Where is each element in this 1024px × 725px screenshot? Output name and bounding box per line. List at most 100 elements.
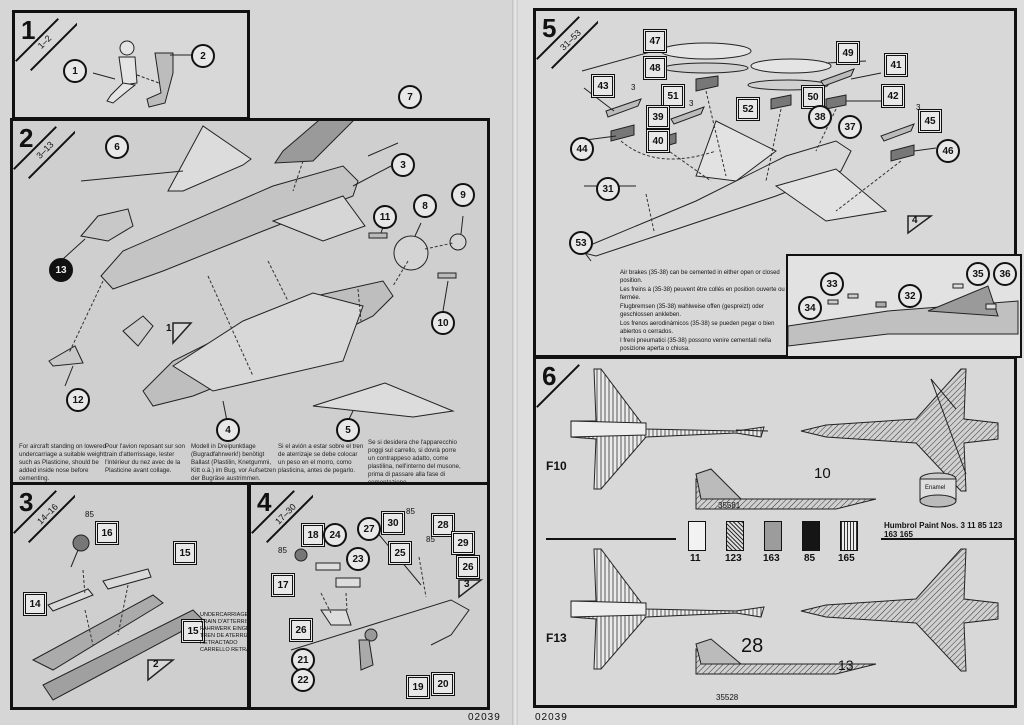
wing-stores-drawing xyxy=(574,42,937,262)
paint-ref-3: 3 xyxy=(916,103,921,112)
part-callout-31: 31 xyxy=(596,177,620,201)
part-callout-10: 10 xyxy=(431,311,455,335)
part-callout-43: 43 xyxy=(591,74,615,98)
ballast-note-de: Modell in Dreipunktlage (Bugradfahrwerk!… xyxy=(191,443,276,482)
part-callout-52: 52 xyxy=(736,97,760,121)
scheme-code-13: 13 xyxy=(838,657,854,673)
part-callout-34: 34 xyxy=(798,296,822,320)
part-callout-1: 1 xyxy=(63,59,87,83)
part-callout-4: 4 xyxy=(216,418,240,442)
part-callout-25: 25 xyxy=(388,541,412,565)
part-callout-22: 22 xyxy=(291,668,315,692)
part-callout-39: 39 xyxy=(646,105,670,129)
ballast-note-es: Si el avión a estar sobre el tren de ate… xyxy=(278,443,364,474)
ballast-note-it: Se si desidera che l'apparecchio poggi s… xyxy=(368,439,461,486)
sheet-code-right: 02039 xyxy=(535,712,568,723)
swatch-label-163: 163 xyxy=(763,553,780,564)
part-callout-15: 15 xyxy=(173,541,197,565)
ref-step-triangle xyxy=(458,579,484,599)
part-callout-5: 5 xyxy=(336,418,360,442)
scheme-unit-f10: F10 xyxy=(546,459,567,473)
scheme-unit-f13: F13 xyxy=(546,631,567,645)
note-line: TREN DE ATERRIZAJE RETRACTADO xyxy=(200,633,259,646)
scheme-code-28: 28 xyxy=(741,635,764,657)
step-number: 4 xyxy=(257,487,272,517)
step-4-panel: 4 17–30 3 85 85 85 18 24 27 30 28 29 23 … xyxy=(248,482,490,710)
ref-step-triangle xyxy=(907,215,934,235)
part-callout-49: 49 xyxy=(836,41,860,65)
step-number: 2 xyxy=(19,123,34,153)
part-callout-29: 29 xyxy=(451,531,475,555)
part-callout-26b: 26 xyxy=(289,618,313,642)
paint-ref-3: 3 xyxy=(631,83,636,92)
ballast-note-en: For aircraft standing on lowered underca… xyxy=(19,443,107,482)
part-callout-11: 11 xyxy=(373,205,397,229)
ref-step-triangle xyxy=(147,659,176,682)
part-callout-51: 51 xyxy=(661,84,685,108)
note-line: FAHRWERK EINGEZOGEN xyxy=(200,626,270,632)
page-fold xyxy=(512,0,518,725)
step-number: 1 xyxy=(21,15,36,45)
part-callout-23: 23 xyxy=(346,547,370,571)
part-callout-33: 33 xyxy=(820,272,844,296)
note-line: Flugbremsen (35-38) wahlweise offen (ges… xyxy=(620,304,764,318)
part-callout-38: 38 xyxy=(808,105,832,129)
part-callout-53: 53 xyxy=(569,231,593,255)
ref-step-triangle xyxy=(172,322,193,345)
part-callout-44: 44 xyxy=(570,137,594,161)
swatch-label-85: 85 xyxy=(804,553,816,564)
part-callout-46: 46 xyxy=(936,139,960,163)
note-line: Los frenos aerodinámicos (35-38) se pued… xyxy=(620,321,775,335)
part-callout-16: 16 xyxy=(95,521,119,545)
step-6-panel: 6 xyxy=(533,356,1017,708)
airbrake-inset: 33 32 35 36 34 xyxy=(786,254,1022,358)
scheme-serial-f10: 35581 xyxy=(718,501,741,510)
part-callout-40: 40 xyxy=(646,129,670,153)
ref-step-label: 4 xyxy=(912,215,918,226)
paint-ref-85: 85 xyxy=(406,507,415,516)
part-callout-19: 19 xyxy=(406,675,430,699)
swatch-11 xyxy=(688,521,706,551)
f10-side xyxy=(695,468,877,510)
main-gear-drawing xyxy=(31,534,204,701)
part-callout-6: 6 xyxy=(105,135,129,159)
part-callout-12: 12 xyxy=(66,388,90,412)
part-callout-42: 42 xyxy=(881,84,905,108)
paint-ref-85: 85 xyxy=(426,535,435,544)
paint-ref-85: 85 xyxy=(85,510,94,519)
part-callout-27: 27 xyxy=(357,517,381,541)
ref-step-label: 3 xyxy=(464,579,470,590)
note-line: Air brakes (35-38) can be cemented in ei… xyxy=(620,270,780,284)
step-2-panel: 2 3–13 xyxy=(10,85,490,486)
part-callout-9: 9 xyxy=(451,183,475,207)
part-callout-41: 41 xyxy=(884,53,908,77)
paint-caption: Humbrol Paint Nos. 3 11 85 123 163 165 xyxy=(884,521,1003,539)
part-callout-8: 8 xyxy=(413,194,437,218)
part-callout-30: 30 xyxy=(381,511,405,535)
note-line: Les freins à (35-38) peuvent être collés… xyxy=(620,287,785,301)
f13-side xyxy=(695,638,877,675)
ref-step-label: 1 xyxy=(166,323,172,334)
note-line: TRAIN D'ATTERRISSAGE RENTRÉ xyxy=(200,619,290,625)
f13-upperside xyxy=(800,548,999,672)
note-line: UNDERCARRIAGE RETRACTED xyxy=(200,612,284,618)
paint-tin-icon xyxy=(919,472,957,508)
part-callout-7: 7 xyxy=(398,85,422,109)
note-line: I freni pneumatici (35-38) possono venir… xyxy=(620,338,772,352)
swatch-label-123: 123 xyxy=(725,553,742,564)
part-callout-36: 36 xyxy=(993,262,1017,286)
paint-tin-label: Enamel xyxy=(925,485,946,491)
note-line: CARRELLO RETRATTO xyxy=(200,647,261,653)
step-3-panel: 3 14–16 85 2 16 15 14 15 xyxy=(10,482,250,710)
swatch-label-165: 165 xyxy=(838,553,855,564)
swatch-label-11: 11 xyxy=(690,553,701,564)
fuselage-assembly-drawing xyxy=(48,121,467,422)
swatch-163 xyxy=(764,521,782,551)
painting-guide-drawing xyxy=(546,368,1016,675)
step-number: 6 xyxy=(542,361,557,391)
sheet-code-left: 02039 xyxy=(468,712,501,723)
part-callout-48: 48 xyxy=(643,56,667,80)
paint-ref-85: 85 xyxy=(278,546,287,555)
part-callout-24: 24 xyxy=(323,523,347,547)
part-callout-18: 18 xyxy=(301,523,325,547)
